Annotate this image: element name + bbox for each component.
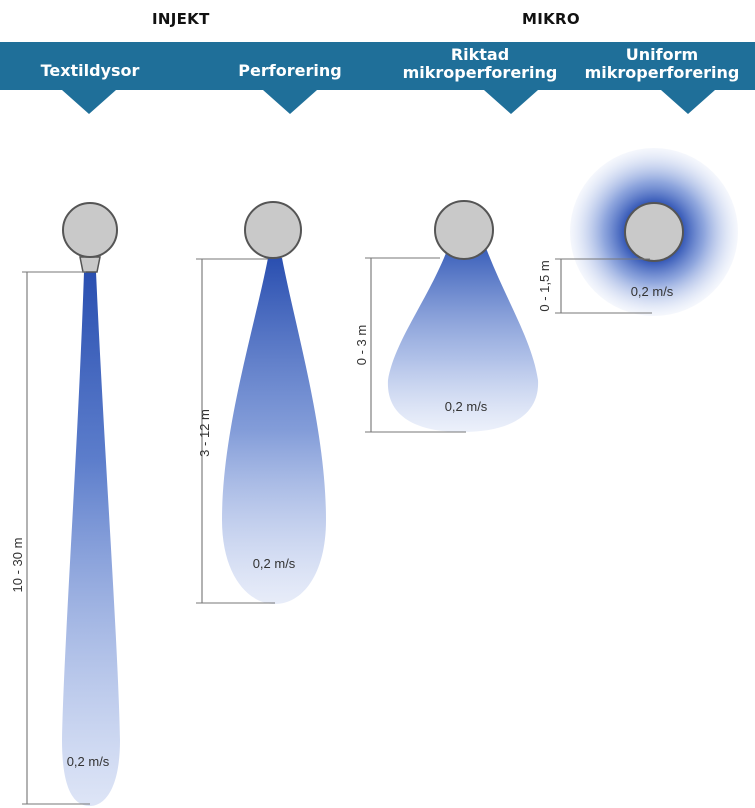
tab-textildysor: Textildysor [20,62,160,80]
textildysor-velocity: 0,2 m/s [67,754,110,769]
tab-riktad-line1: Riktad [450,45,510,64]
textildysor-duct [62,202,118,258]
riktad-diagram: 0 - 3 m 0,2 m/s [354,200,539,433]
tab-riktad-line2: mikroperforering [402,63,558,82]
uniform-velocity: 0,2 m/s [631,284,674,299]
perforering-diagram: 3 - 12 m 0,2 m/s [196,201,326,604]
tab-uniform-line1: Uniform [625,45,699,64]
riktad-duct [434,200,494,260]
perforering-duct [244,201,302,259]
tab-uniform-mikroperforering: Uniform mikroperforering [582,46,742,82]
perforering-velocity: 0,2 m/s [253,556,296,571]
group-label-mikro: MIKRO [522,10,580,28]
perforering-range: 3 - 12 m [197,409,212,457]
perforering-jet [222,258,326,604]
tab-perforering-label: Perforering [238,61,342,80]
textildysor-range: 10 - 30 m [10,538,25,593]
tab-uniform-line2: mikroperforering [584,63,740,82]
riktad-jet [387,248,539,432]
uniform-diagram: 0 - 1,5 m 0,2 m/s [537,148,738,316]
category-banner [0,42,755,114]
textildysor-nozzle [79,256,101,273]
group-label-injekt: INJEKT [152,10,210,28]
tab-textildysor-label: Textildysor [40,61,140,80]
uniform-range: 0 - 1,5 m [537,260,552,311]
uniform-duct [624,202,684,262]
textildysor-jet [62,272,120,806]
riktad-velocity: 0,2 m/s [445,399,488,414]
textildysor-diagram: 10 - 30 m 0,2 m/s [10,202,120,806]
riktad-range: 0 - 3 m [354,325,369,365]
tab-riktad-mikroperforering: Riktad mikroperforering [400,46,560,82]
tab-perforering: Perforering [210,62,370,80]
